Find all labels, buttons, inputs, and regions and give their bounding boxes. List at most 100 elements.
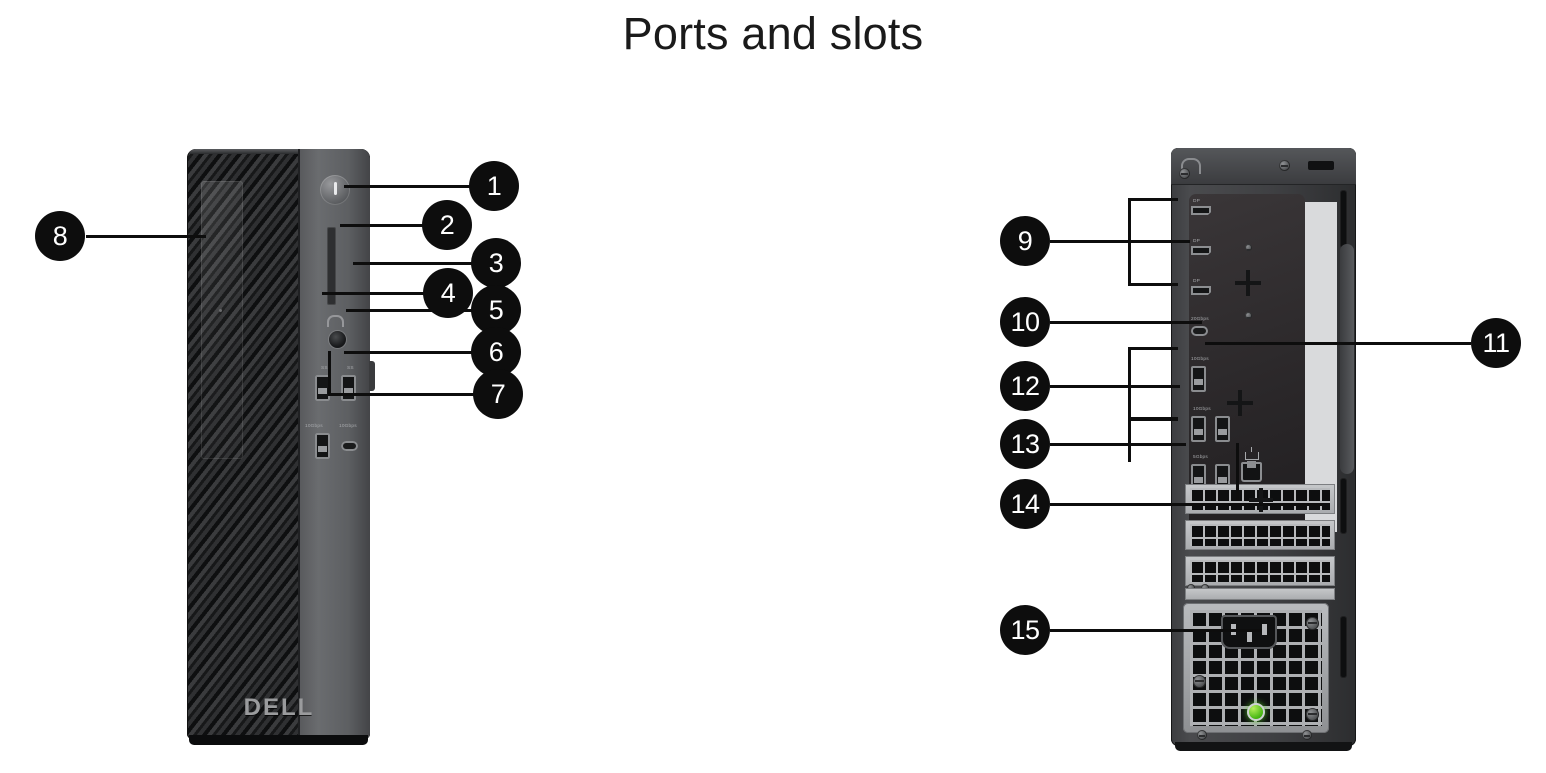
usb-label-4: 10Gbps [339, 423, 358, 429]
usb-a-rear-1[interactable] [1191, 366, 1206, 392]
front-side-tab [369, 361, 375, 391]
leader-bracket-12 [1128, 347, 1131, 419]
headset-jack[interactable] [329, 331, 346, 348]
leader-line-4 [322, 292, 426, 295]
callout-10[interactable]: 10 [1000, 297, 1050, 347]
usb-a-port-2[interactable] [341, 375, 356, 401]
callout-15[interactable]: 15 [1000, 605, 1050, 655]
rj45-ethernet-port[interactable] [1241, 461, 1262, 482]
rear-foot [1175, 742, 1352, 751]
leader-line-9 [1050, 240, 1190, 243]
rear-side-slot [1340, 478, 1347, 534]
leader-bracket-13 [1128, 418, 1131, 462]
usb-label-1: SS [320, 365, 328, 371]
dp-label-3: DP [1193, 278, 1200, 284]
dp-label-1: DP [1193, 198, 1200, 204]
leader-bracket-12-top [1128, 347, 1178, 350]
usb-c-rear-label: 20Gbps [1191, 316, 1209, 322]
usb-label-2: SS [346, 365, 354, 371]
leader-line-14 [1050, 503, 1322, 506]
callout-12[interactable]: 12 [1000, 361, 1050, 411]
screw-icon [1279, 160, 1290, 171]
headset-icon [327, 315, 344, 327]
screw-icon [1179, 168, 1190, 179]
dp-label-2: DP [1193, 238, 1200, 244]
leader-line-3 [353, 262, 473, 265]
rear-side-slot [1340, 190, 1347, 248]
front-bezel-dot [219, 309, 222, 312]
power-supply-unit [1183, 603, 1329, 733]
displayport-3[interactable] [1191, 286, 1211, 295]
screw-icon [1197, 730, 1207, 740]
usb-a-port-3[interactable] [315, 433, 330, 459]
network-icon [1245, 447, 1259, 460]
leader-line-7-stem [328, 351, 331, 394]
leader-line-7 [328, 393, 476, 396]
leader-line-13-ethernet-stem [1236, 443, 1239, 501]
callout-4[interactable]: 4 [423, 268, 473, 318]
callout-13[interactable]: 13 [1000, 419, 1050, 469]
callout-7[interactable]: 7 [473, 369, 523, 419]
expansion-slot-cover[interactable] [1185, 556, 1335, 586]
front-bezel-inset [201, 181, 243, 459]
power-button-icon[interactable] [320, 175, 350, 205]
io-crosshair [1235, 270, 1261, 296]
leader-line-2 [340, 224, 425, 227]
leader-line-10 [1050, 321, 1202, 324]
usb-a-rear-2[interactable] [1191, 416, 1206, 442]
usb-c-rear[interactable] [1191, 326, 1208, 336]
usb-a-port-1[interactable] [315, 375, 330, 401]
sd-card-slot[interactable] [327, 227, 336, 305]
usb-a-rear-5[interactable] [1215, 464, 1230, 490]
front-io-column: SS SS 10Gbps 10Gbps [298, 149, 370, 739]
io-crosshair [1227, 390, 1253, 416]
callout-8[interactable]: 8 [35, 211, 85, 261]
leader-bracket-9-top [1128, 198, 1178, 201]
front-top-edge [189, 149, 368, 154]
io-rivet [1245, 244, 1252, 251]
screw-icon [1306, 708, 1319, 721]
expansion-slot-cover[interactable] [1185, 520, 1335, 550]
displayport-2[interactable] [1191, 246, 1211, 255]
leader-line-15 [1050, 629, 1262, 632]
kensington-lock-slot [1308, 161, 1334, 170]
callout-5[interactable]: 5 [471, 285, 521, 335]
usb-c-port[interactable] [341, 441, 358, 451]
callout-9[interactable]: 9 [1000, 216, 1050, 266]
expansion-crosshair [1249, 488, 1273, 512]
usb-a-rear-4[interactable] [1191, 464, 1206, 490]
rear-handle [1340, 244, 1354, 474]
usb-a-rear-3[interactable] [1215, 416, 1230, 442]
callout-1[interactable]: 1 [469, 161, 519, 211]
callout-11[interactable]: 11 [1471, 318, 1521, 368]
leader-line-8 [86, 235, 206, 238]
displayport-1[interactable] [1191, 206, 1211, 215]
usb-rear-label-2: 10Gbps [1193, 406, 1211, 412]
leader-line-12 [1050, 385, 1180, 388]
leader-line-11 [1205, 342, 1471, 345]
rear-unit-illustration: DP DP DP 20Gbps 10Gbps 10Gbps 5Gbps [1171, 148, 1356, 751]
front-chassis: SS SS 10Gbps 10Gbps DELL [187, 149, 370, 739]
rear-side-slot [1340, 616, 1347, 678]
dell-logo: DELL [243, 694, 315, 721]
usb-label-3: 10Gbps [305, 423, 324, 429]
leader-line-13 [1050, 443, 1186, 446]
screw-icon [1193, 675, 1206, 688]
screw-icon [1306, 617, 1319, 630]
usb-rear-label-1: 10Gbps [1191, 356, 1209, 362]
leader-line-5 [346, 309, 474, 312]
callout-6[interactable]: 6 [471, 327, 521, 377]
leader-bracket-13-top [1128, 418, 1178, 421]
front-unit-illustration: SS SS 10Gbps 10Gbps DELL [187, 149, 375, 745]
expansion-slot-cover[interactable] [1185, 588, 1335, 600]
callout-14[interactable]: 14 [1000, 479, 1050, 529]
iec-power-connector[interactable] [1221, 615, 1277, 649]
callout-3[interactable]: 3 [471, 238, 521, 288]
rear-chassis: DP DP DP 20Gbps 10Gbps 10Gbps 5Gbps [1171, 148, 1356, 746]
rear-top-bar [1171, 148, 1356, 185]
psu-diagnostic-led [1247, 703, 1265, 721]
leader-line-1 [344, 185, 472, 188]
leader-bracket-9-bottom [1128, 283, 1178, 286]
screw-icon [1302, 730, 1312, 740]
callout-2[interactable]: 2 [422, 200, 472, 250]
